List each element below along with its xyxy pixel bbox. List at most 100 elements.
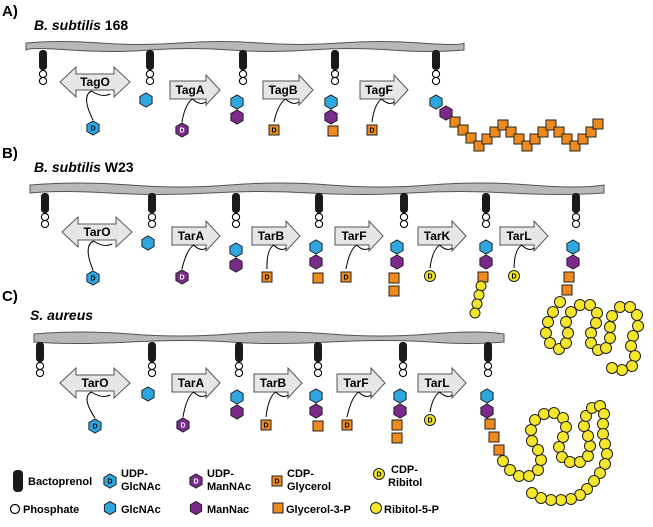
mannac-hexagon bbox=[479, 254, 493, 270]
donor-connector bbox=[345, 244, 370, 270]
udp-glcnac-donor bbox=[86, 270, 100, 286]
bactoprenol-lipid bbox=[572, 193, 580, 213]
cdp-ribitol-donor bbox=[508, 270, 520, 282]
panel-a-letter: A) bbox=[2, 3, 18, 20]
phosphate-circle bbox=[481, 219, 491, 229]
legend-cdp-ribitol-label-1: CDP- bbox=[391, 464, 418, 476]
enzyme-arrow bbox=[171, 366, 221, 400]
ribitol-5p-circle bbox=[525, 424, 537, 436]
ribitol-5p-circle bbox=[504, 464, 516, 476]
legend-udp-mannac-label-1: UDP- bbox=[207, 468, 234, 480]
cdp-glycerol-donor bbox=[340, 271, 352, 283]
legend-mannac-label: ManNac bbox=[207, 504, 249, 516]
glycerol-3p-square bbox=[388, 272, 400, 284]
glcnac-hexagon bbox=[103, 500, 117, 516]
phosphate-circle bbox=[398, 368, 408, 378]
enzyme-label: TarA bbox=[178, 229, 205, 243]
phosphate-circle bbox=[35, 368, 45, 378]
ribitol-5p-circle bbox=[606, 310, 618, 322]
enzyme-label: TarO bbox=[83, 225, 110, 239]
ribitol-5p-circle bbox=[582, 430, 594, 442]
donor-connector bbox=[181, 98, 207, 123]
glycerol-3p-square bbox=[577, 133, 589, 145]
legend-bactoprenol-swatch bbox=[13, 470, 23, 492]
glcnac-hexagon bbox=[566, 239, 580, 255]
ribitol-5p-circle bbox=[629, 350, 641, 362]
glycerol-3p-square bbox=[391, 419, 403, 431]
glycerol-3p-square bbox=[449, 116, 461, 128]
phosphate-circle bbox=[431, 76, 441, 86]
ribitol-5p-circle bbox=[582, 450, 594, 462]
glycerol-3p-square bbox=[513, 133, 525, 145]
donor-connector bbox=[266, 244, 287, 270]
legend-cdp-glycerol-label-2: Glycerol bbox=[287, 481, 331, 493]
bactoprenol-lipid bbox=[482, 193, 490, 213]
mannac-hexagon bbox=[480, 403, 494, 419]
glcnac-hexagon bbox=[429, 94, 443, 110]
ribitol-5p-circle bbox=[565, 493, 577, 505]
donor-connector bbox=[513, 244, 535, 269]
enzyme-label: TagO bbox=[80, 75, 110, 89]
enzyme-arrow bbox=[253, 366, 303, 400]
enzyme-arrow bbox=[59, 366, 131, 400]
ribitol-5p-circle bbox=[588, 475, 600, 487]
donor-label: D bbox=[427, 418, 432, 425]
udp-glcnac-donor bbox=[86, 120, 100, 136]
phosphate-circle bbox=[38, 76, 48, 86]
donor-connector bbox=[429, 391, 453, 413]
enzyme-label: TagA bbox=[175, 83, 204, 97]
glycerol-3p-square bbox=[457, 124, 469, 136]
phosphate-circle bbox=[147, 219, 157, 229]
ribitol-5p-circle bbox=[591, 307, 603, 319]
donor-label: D bbox=[376, 472, 381, 479]
ribitol-5p-circle bbox=[594, 467, 606, 479]
panel-a-title: B. subtilis 168 bbox=[34, 17, 128, 33]
mannac-hexagon bbox=[230, 404, 244, 420]
glycerol-3p-square bbox=[537, 126, 549, 138]
donor-label: D bbox=[511, 274, 516, 281]
ribitol-5p-circle bbox=[557, 431, 569, 443]
ribitol-5p-circle bbox=[548, 407, 560, 419]
donor-connector bbox=[181, 244, 207, 270]
legend-phosphate-label: Phosphate bbox=[23, 504, 79, 516]
phosphate-circle bbox=[313, 361, 323, 371]
cdp-ribitol-donor bbox=[424, 270, 436, 282]
glycerol-3p-square bbox=[489, 126, 501, 138]
ribitol-5p-circle bbox=[526, 487, 538, 499]
enzyme-label: TarL bbox=[506, 229, 531, 243]
ribitol-5p-circle bbox=[555, 494, 567, 506]
udp-mannac-donor bbox=[189, 473, 203, 489]
enzyme-arrow bbox=[336, 366, 386, 400]
panel-c-letter: C) bbox=[2, 288, 18, 305]
mannac-hexagon bbox=[390, 254, 404, 270]
bactoprenol-lipid bbox=[314, 342, 322, 362]
ribitol-5p-circle bbox=[565, 306, 577, 318]
ribitol-5p-circle bbox=[562, 327, 574, 339]
legend-cdp-ribitol-label-2: Ribitol bbox=[388, 477, 422, 489]
ribitol-5p-circle bbox=[523, 470, 535, 482]
phosphate-circle bbox=[398, 361, 408, 371]
glcnac-hexagon bbox=[230, 94, 244, 110]
ribitol-5p-circle bbox=[585, 327, 597, 339]
glcnac-hexagon bbox=[390, 239, 404, 255]
phosphate-circle bbox=[314, 212, 324, 222]
donor-connector bbox=[346, 391, 372, 418]
donor-label: D bbox=[92, 424, 97, 431]
ribitol-5p-circle bbox=[535, 492, 547, 504]
bactoprenol-lipid bbox=[41, 193, 49, 213]
enzyme-arrow bbox=[417, 366, 467, 400]
ribitol-5p-circle bbox=[585, 337, 597, 349]
phosphate-circle bbox=[231, 212, 241, 222]
glcnac-hexagon bbox=[230, 389, 244, 405]
enzyme-label: TarK bbox=[424, 229, 451, 243]
ribitol-5p-circle bbox=[597, 428, 609, 440]
ribitol-5p-circle bbox=[627, 330, 639, 342]
enzyme-label: TagB bbox=[268, 83, 297, 97]
glycerol-3p-square bbox=[391, 432, 403, 444]
glycerol-3p-square bbox=[473, 140, 485, 152]
ribitol-5p-circle bbox=[600, 342, 612, 354]
mannac-hexagon bbox=[229, 257, 243, 273]
glycerol-3p-square bbox=[388, 285, 400, 297]
